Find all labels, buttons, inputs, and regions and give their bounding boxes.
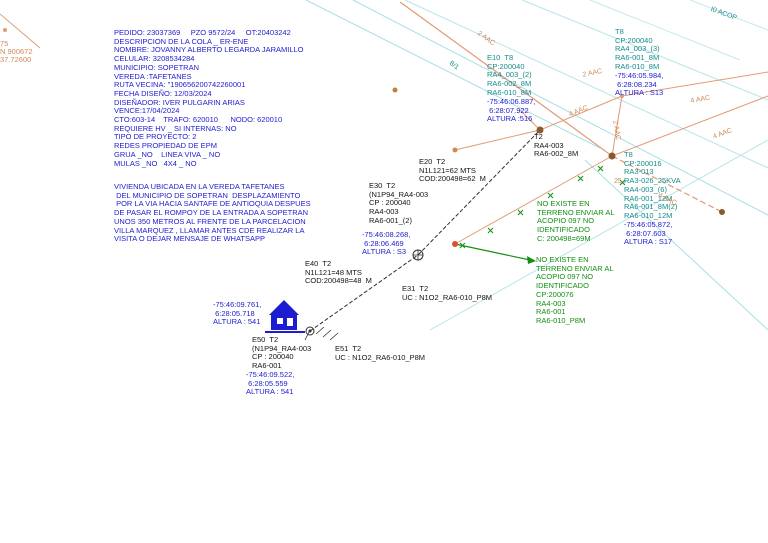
grua-line: GRUA _NO LINEA VIVA _ NO <box>114 149 221 159</box>
leader-arrow-head <box>527 256 536 264</box>
pole-t2[interactable] <box>536 126 544 134</box>
pole-t8-top[interactable] <box>620 94 624 98</box>
pole-label-t8: T8 CP:200016 RA3-013 RA3-026_25KVA RA4-0… <box>624 150 681 220</box>
lv-line <box>519 109 541 131</box>
network-span-e31-t2 <box>417 129 541 256</box>
edge-line <box>0 13 41 49</box>
coords-t8-top: -75:46:05.984, 6:28:08.234 ALTURA : S13 <box>615 71 664 98</box>
pole-top[interactable] <box>392 87 398 93</box>
pole-e50[interactable] <box>305 326 315 336</box>
pole-label-e50: E50 T2 (N1P94_RA4-003 CP : 200040 RA6-00… <box>252 335 312 371</box>
celular-line: CELULAR: 3208534284 <box>114 54 195 64</box>
mv-line <box>559 117 613 157</box>
pole-label-e10: E10 T8 CP:200040 RA4_003_(2) RA6-002_8M … <box>487 53 532 97</box>
tipo-line: TIPO DE PROYECTO: 2 <box>114 132 197 142</box>
pole-label-e30: E30 T2 (N1P94_RA4-003 CP : 200040 RA4-00… <box>369 181 429 225</box>
lv-line <box>621 71 768 97</box>
pole-e31-mark <box>413 250 423 260</box>
pole-no-existe[interactable] <box>452 241 458 247</box>
note-no-existe-1: NO EXISTE EN TERRENO ENVIAR AL ACOPIO 09… <box>537 199 615 243</box>
survey-line <box>305 0 601 149</box>
lv-line <box>454 155 613 245</box>
lv-line <box>539 95 623 131</box>
survey-line <box>429 139 768 331</box>
lv-line <box>454 129 541 151</box>
pole-e50-center <box>308 329 312 333</box>
vence-line: VENCE:17/04/2024 <box>114 106 180 116</box>
pole-small[interactable] <box>452 147 458 153</box>
pole-t8[interactable] <box>608 152 616 160</box>
coords-e10: -75:46:06.887, 6:28:07.922 ALTURA :516 <box>487 97 536 124</box>
ruta-line: RUTA VECINA: "190656200742260001 <box>114 80 246 90</box>
leader-arrow <box>454 243 531 261</box>
disenador-line: DISEÑADOR: IVER PULGARIN ARIAS <box>114 97 245 107</box>
coords-t8: -75:46:05.872, 6:28:07.603 ALTURA : S17 <box>624 220 673 247</box>
pole-label-e51: E51 T2 UC : N1O2_RA6-010_P8M <box>335 344 426 362</box>
pole-label-t2: T2 RA4-003 RA6-002_8M <box>534 132 579 159</box>
coords-e30: -75:46:08.268, 6:28:06.469 ALTURA : S3 <box>362 230 411 257</box>
left-edge-label: 75 N 900672 37.72600 <box>0 39 33 64</box>
survey-line <box>689 0 768 31</box>
vereda-line: VEREDA :TAFETANES <box>114 71 192 81</box>
nombre-line: NOMBRE: JOVANNY ALBERTO LEGARDA JARAMILL… <box>114 45 304 55</box>
coords-e50: -75:46:09.522, 6:28:05.559 ALTURA : 541 <box>246 370 295 397</box>
fecha-line: FECHA DISEÑO: 12/03/2024 <box>114 88 212 98</box>
house-coordinates: -75:46:09.761, 6:28:05.718 ALTURA : 541 <box>213 300 262 327</box>
requiere-line: REQUIERE HV _ SI INTERNAS: NO <box>114 123 237 133</box>
survey-line <box>589 0 741 61</box>
municipio-line: MUNICIPIO: SOPETRAN <box>114 62 200 72</box>
pedido-line: PEDIDO: 23037369 PZO 9572/24 OT:20403242 <box>114 28 291 37</box>
pole-label-t8-top: T8 CP:200040 RA4_003_(3) RA6-001_8M RA6-… <box>615 27 660 71</box>
pole-label-e31: E31 T2 UC : N1O2_RA6-010_P8M <box>402 284 493 302</box>
location-description: VIVIENDA UBICADA EN LA VEREDA TAFETANES … <box>114 182 311 244</box>
lv-line <box>611 95 623 157</box>
network-span-e50-e31 <box>309 254 419 332</box>
pole-far-right[interactable] <box>719 209 725 215</box>
survey-line <box>584 159 768 331</box>
pole-left-edge <box>3 28 7 32</box>
span-label-e40: E40 T2 N1L121=48 MTS COD:200498=48 M <box>305 259 372 286</box>
cto-line: CTO:603-14 TRAFO: 620010 NODO: 620010 <box>114 115 283 125</box>
lv-line <box>611 95 768 157</box>
redes-line: REDES PROPIEDAD DE EPM <box>114 141 217 151</box>
mulas-line: MULAS _NO 4X4 _ NO <box>114 158 197 168</box>
survey-line <box>521 0 768 101</box>
survey-line <box>404 0 768 169</box>
note-no-existe-2: NO EXISTE EN TERRENO ENVIAR AL ACOPIO 09… <box>536 255 614 325</box>
project-info-block: PEDIDO: 23037369 PZO 9572/24 OT:20403242… <box>114 28 304 168</box>
mv-line <box>399 1 561 119</box>
cola-line: DESCRIPCION DE LA COLA _ ER-ENE <box>114 36 249 46</box>
ground-hatch <box>304 326 339 341</box>
line-tag: 25 <box>614 178 622 185</box>
mv-line <box>611 155 723 213</box>
house-icon <box>265 300 305 333</box>
span-label-e20: E20 T2 N1L121=62 MTS COD:200498=62 M <box>419 157 486 184</box>
